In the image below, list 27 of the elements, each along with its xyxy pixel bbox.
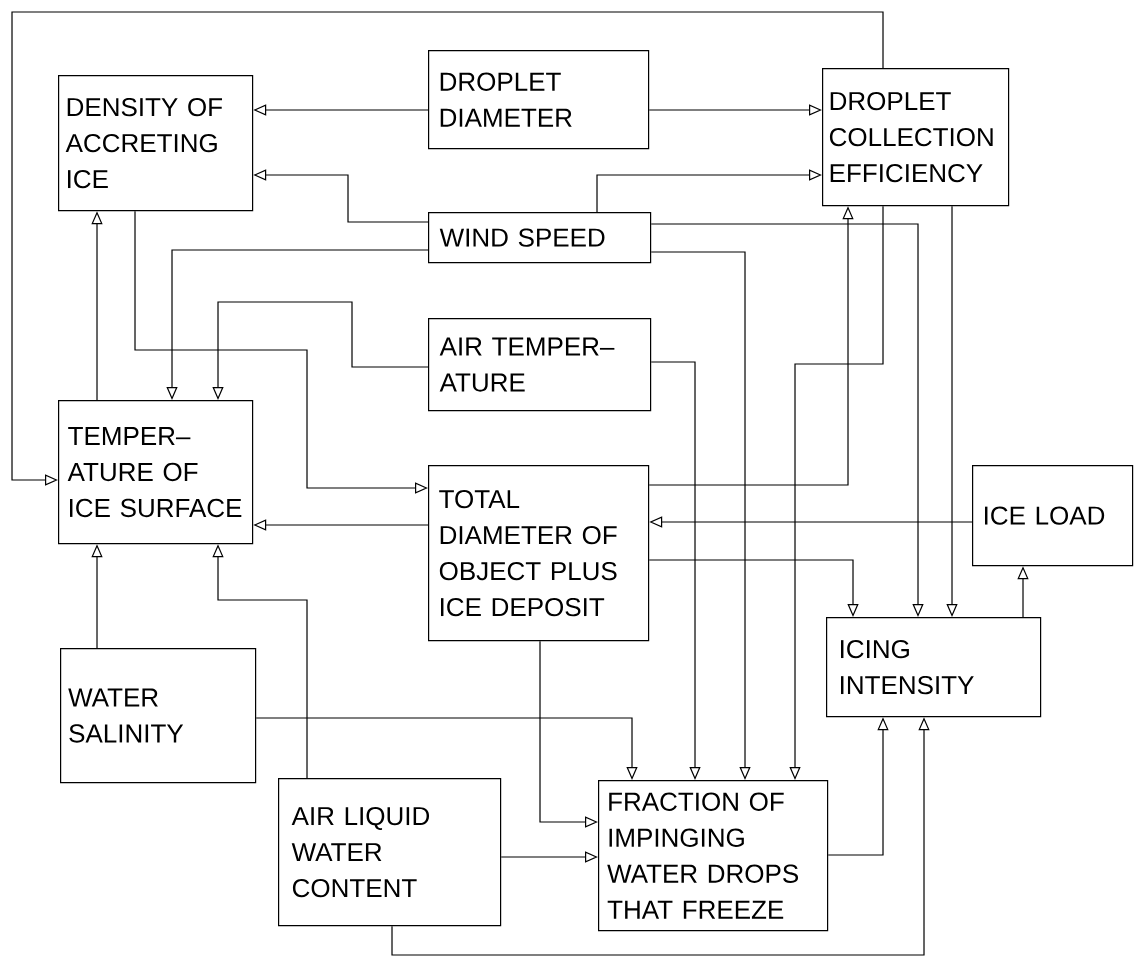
arrow: [212, 301, 429, 400]
arrow: [650, 223, 924, 617]
variable-box: DROPLET DIAMETER: [428, 50, 650, 150]
variable-box: ICING INTENSITY: [826, 617, 1042, 718]
variable-box: TEMPER– ATURE OF ICE SURFACE: [58, 400, 254, 545]
arrow: [648, 104, 822, 116]
arrow: [650, 251, 751, 780]
arrow: [500, 851, 598, 863]
variable-box: TOTAL DIAMETER OF OBJECT PLUS ICE DEPOSIT: [428, 465, 650, 642]
arrow: [789, 205, 884, 780]
arrow: [134, 210, 428, 494]
arrow: [648, 559, 859, 617]
arrow: [946, 205, 958, 617]
variable-box: ICE LOAD: [972, 465, 1134, 567]
variable-box: DROPLET COLLECTION EFFICIENCY: [822, 68, 1010, 207]
variable-box: WIND SPEED: [428, 212, 652, 264]
arrow: [539, 640, 598, 828]
variable-box: WATER SALINITY: [60, 648, 257, 784]
variable-box: FRACTION OF IMPINGING WATER DROPS THAT FREEZE: [598, 780, 829, 932]
arrow: [650, 361, 701, 780]
variable-box: DENSITY OF ACCRETING ICE: [58, 75, 254, 212]
arrow: [255, 717, 638, 780]
arrow: [11, 11, 884, 486]
arrow: [596, 169, 822, 213]
variable-box: AIR TEMPER– ATURE: [428, 318, 652, 412]
arrow: [166, 249, 429, 400]
variable-box: AIR LIQUID WATER CONTENT: [278, 778, 502, 927]
